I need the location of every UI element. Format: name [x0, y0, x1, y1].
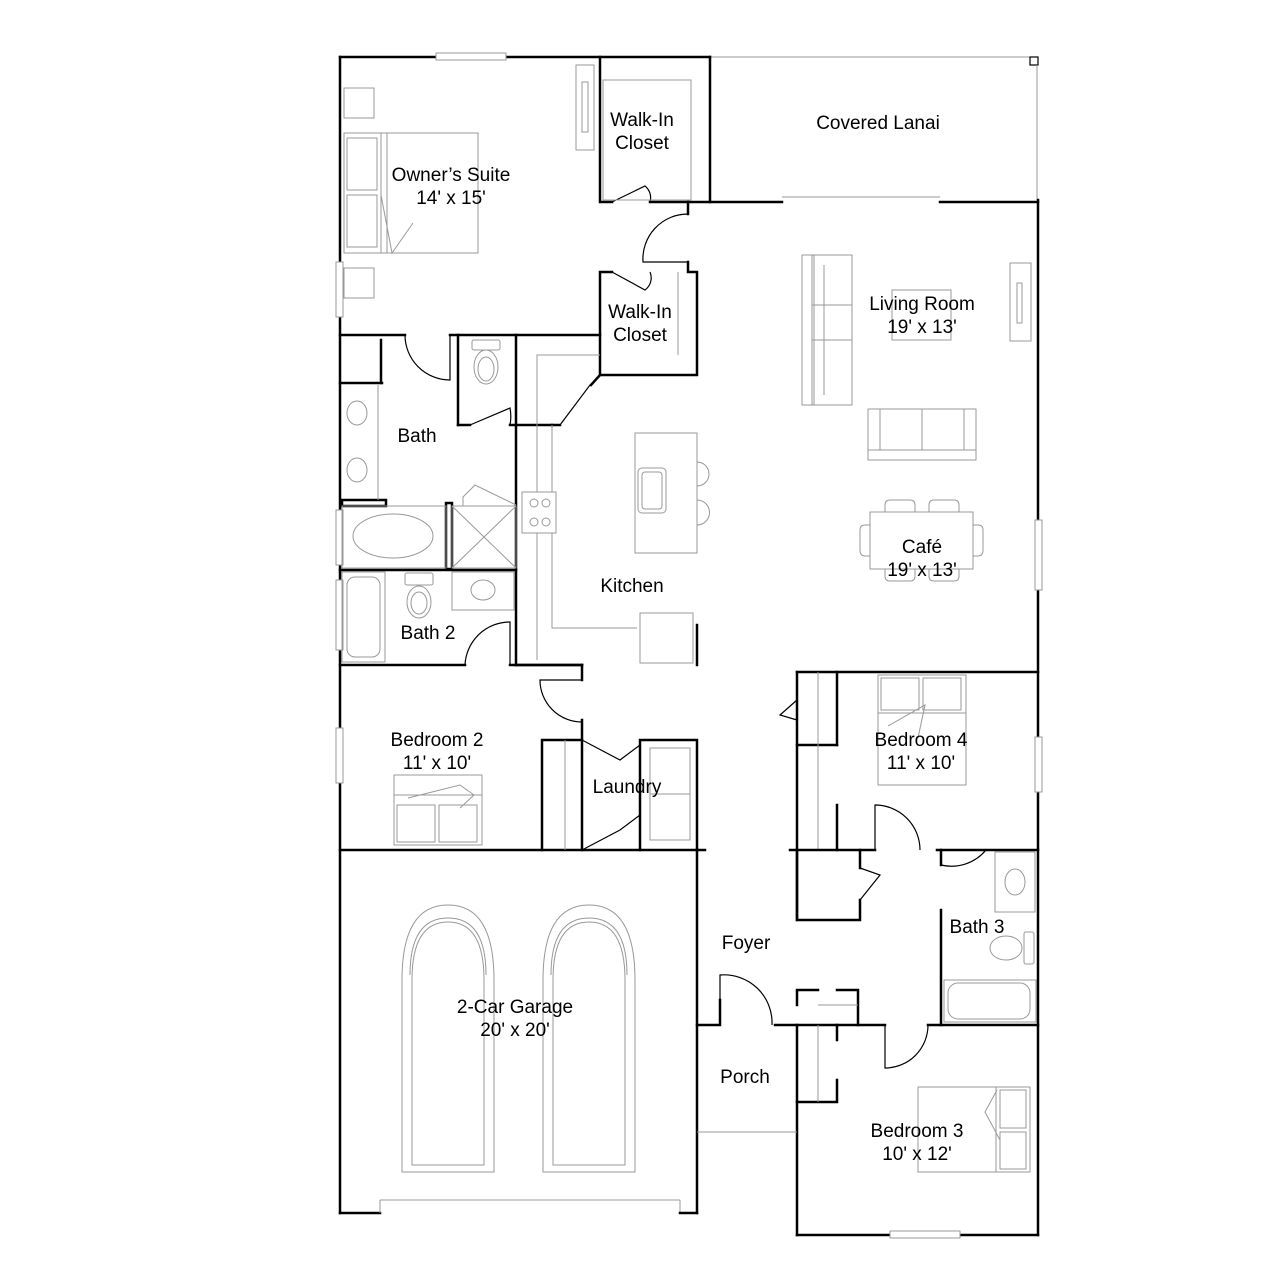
nightstand-icon	[343, 87, 375, 119]
room-dimensions: 10' x 12'	[882, 1144, 952, 1165]
doors	[404, 185, 987, 1069]
bed-icon	[393, 774, 483, 846]
room-name-line2: Closet	[615, 133, 669, 154]
exterior-walls	[338, 55, 1040, 1237]
kitchen-island-icon	[634, 432, 710, 554]
room-name: Walk-In	[610, 110, 674, 131]
room-name: Bath	[397, 426, 437, 447]
room-dimensions: 14' x 15'	[416, 188, 486, 209]
room-covered-lanai: Covered Lanai	[816, 112, 940, 135]
shower-icon	[451, 484, 517, 569]
room-name: Porch	[720, 1067, 770, 1088]
room-name: Laundry	[592, 777, 662, 798]
closet-shelf-icon	[602, 79, 692, 201]
loveseat-icon	[867, 408, 977, 461]
room-name: 2-Car Garage	[456, 997, 574, 1018]
room-cafe: Café 19' x 13'	[887, 536, 957, 582]
room-dimensions: 11' x 10'	[402, 753, 472, 774]
sink-icon	[451, 571, 515, 611]
washer-dryer-icon	[649, 747, 691, 841]
room-name: Bedroom 2	[390, 730, 484, 751]
room-name: Owner’s Suite	[391, 165, 511, 186]
room-name: Living Room	[869, 294, 975, 315]
cooktop-icon	[521, 491, 557, 534]
room-living-room: Living Room 19' x 13'	[869, 293, 975, 339]
toilet-icon	[989, 931, 1035, 965]
room-name: Walk-In	[608, 302, 672, 323]
room-name: Bath 3	[949, 917, 1005, 938]
refrigerator-icon	[639, 612, 694, 664]
car-icon	[401, 904, 495, 1173]
room-name-line2: Closet	[613, 325, 667, 346]
room-dimensions: 11' x 10'	[886, 753, 956, 774]
tv-icon	[575, 64, 595, 151]
room-bedroom-4: Bedroom 4 11' x 10'	[875, 729, 968, 775]
room-porch: Porch	[720, 1066, 770, 1089]
owner-bed-icon	[343, 132, 479, 255]
room-garage: 2-Car Garage 20' x 20'	[457, 996, 573, 1042]
room-bedroom-2: Bedroom 2 11' x 10'	[391, 729, 484, 775]
interior-walls	[338, 55, 1040, 1104]
bed-icon	[877, 674, 967, 786]
coffee-table-icon	[891, 289, 952, 341]
room-name: Kitchen	[600, 576, 664, 597]
room-foyer: Foyer	[722, 932, 771, 955]
room-name: Bedroom 3	[870, 1121, 964, 1142]
room-bath-2: Bath 2	[401, 622, 456, 645]
room-bath-3: Bath 3	[950, 916, 1005, 939]
room-name: Bedroom 4	[874, 730, 968, 751]
room-name: Covered Lanai	[816, 113, 940, 134]
room-bath: Bath	[397, 425, 436, 448]
room-kitchen: Kitchen	[600, 575, 663, 598]
room-walkin-closet-1: Walk-In Closet	[610, 109, 674, 155]
bathtub-icon	[943, 979, 1037, 1023]
bathtub-icon	[341, 571, 386, 663]
room-owners-suite: Owner’s Suite 14' x 15'	[392, 164, 511, 210]
room-dimensions: 20' x 20'	[480, 1020, 550, 1041]
bed-icon	[917, 1086, 1031, 1173]
room-dimensions: 19' x 13'	[887, 560, 957, 581]
vanity-sinks-icon	[346, 385, 379, 500]
room-walkin-closet-2: Walk-In Closet	[608, 301, 672, 347]
room-name: Café	[901, 537, 943, 558]
room-dimensions: 19' x 13'	[887, 317, 957, 338]
windows	[335, 52, 1043, 1239]
room-name: Bath 2	[400, 623, 456, 644]
room-laundry: Laundry	[593, 776, 662, 799]
nightstand-icon	[343, 267, 375, 299]
sofa-icon	[801, 254, 853, 406]
bathtub-icon	[341, 505, 447, 569]
car-icon	[542, 904, 636, 1173]
room-name: Foyer	[721, 933, 771, 954]
fireplace-tv-icon	[1009, 262, 1032, 342]
dining-table-icon	[859, 499, 984, 582]
toilet-icon	[471, 339, 501, 385]
toilet-icon	[404, 572, 434, 619]
column-icon	[1029, 56, 1039, 66]
room-bedroom-3: Bedroom 3 10' x 12'	[871, 1120, 964, 1166]
sink-icon	[994, 851, 1036, 913]
